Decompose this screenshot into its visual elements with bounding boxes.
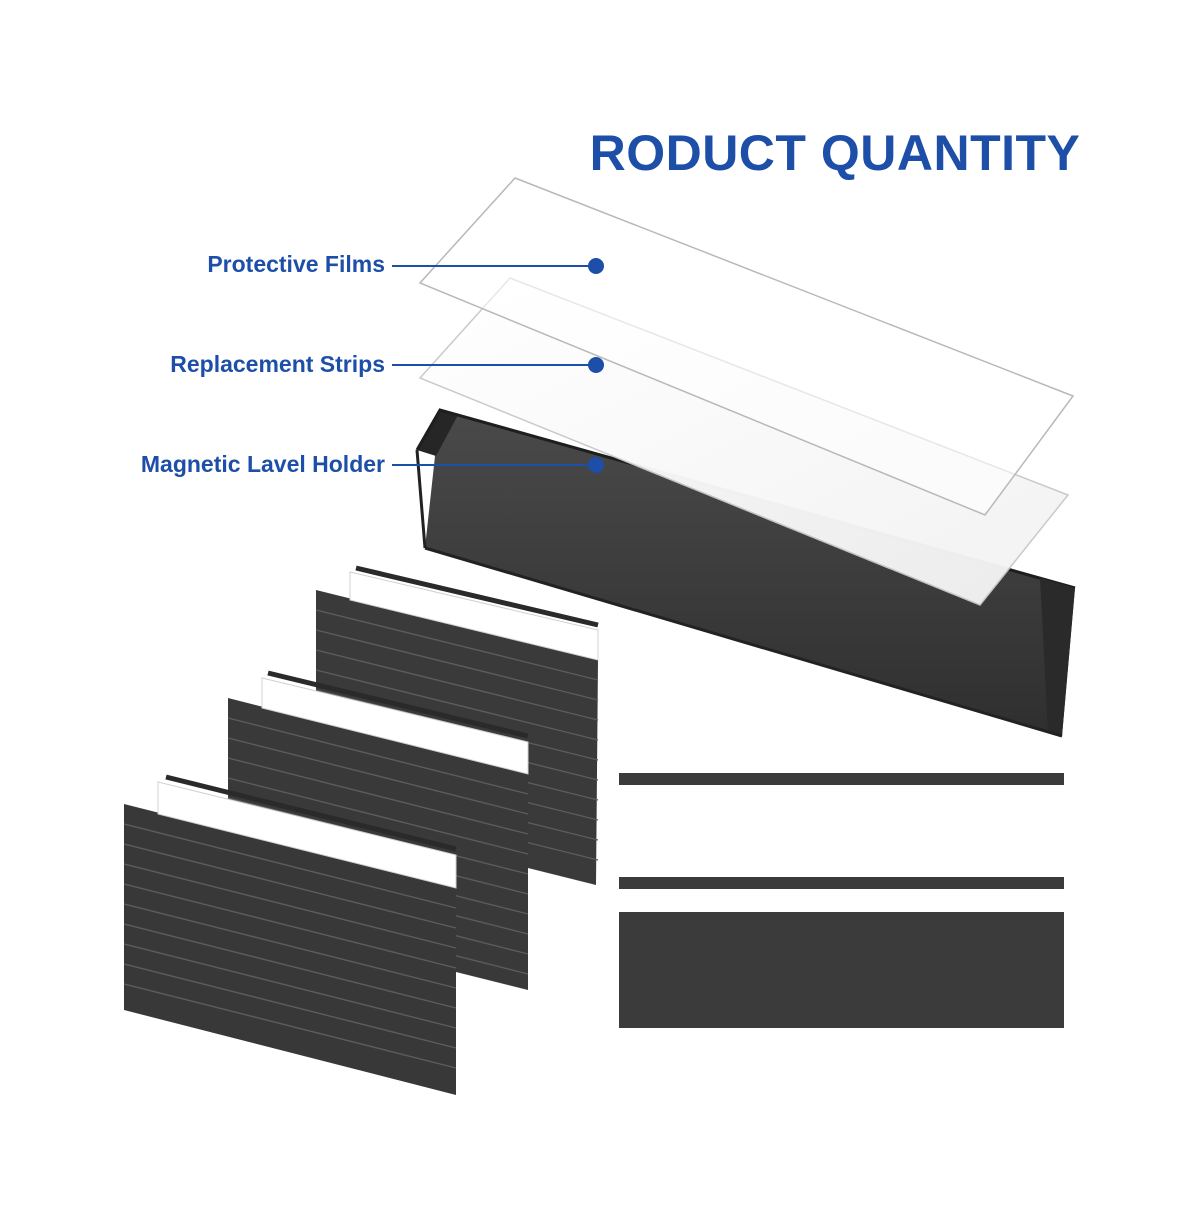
stack-front bbox=[123, 774, 457, 1095]
page-title: RODUCT QUANTITY bbox=[589, 125, 1081, 181]
callout-label-magnetic-holder: Magnetic Lavel Holder bbox=[140, 451, 385, 477]
callout-label-protective-films: Protective Films bbox=[207, 251, 385, 277]
back-view-holder bbox=[619, 912, 1064, 1028]
callout-lines bbox=[392, 258, 604, 473]
callout-dot-strips bbox=[588, 357, 604, 373]
front-view-holder bbox=[619, 773, 1064, 889]
callout-dot-films bbox=[588, 258, 604, 274]
callout-label-replacement-strips: Replacement Strips bbox=[170, 351, 385, 377]
magnetic-holder bbox=[415, 408, 1076, 738]
callout-dot-holder bbox=[588, 457, 604, 473]
exploded-view bbox=[415, 177, 1076, 738]
protective-film bbox=[418, 177, 1075, 516]
